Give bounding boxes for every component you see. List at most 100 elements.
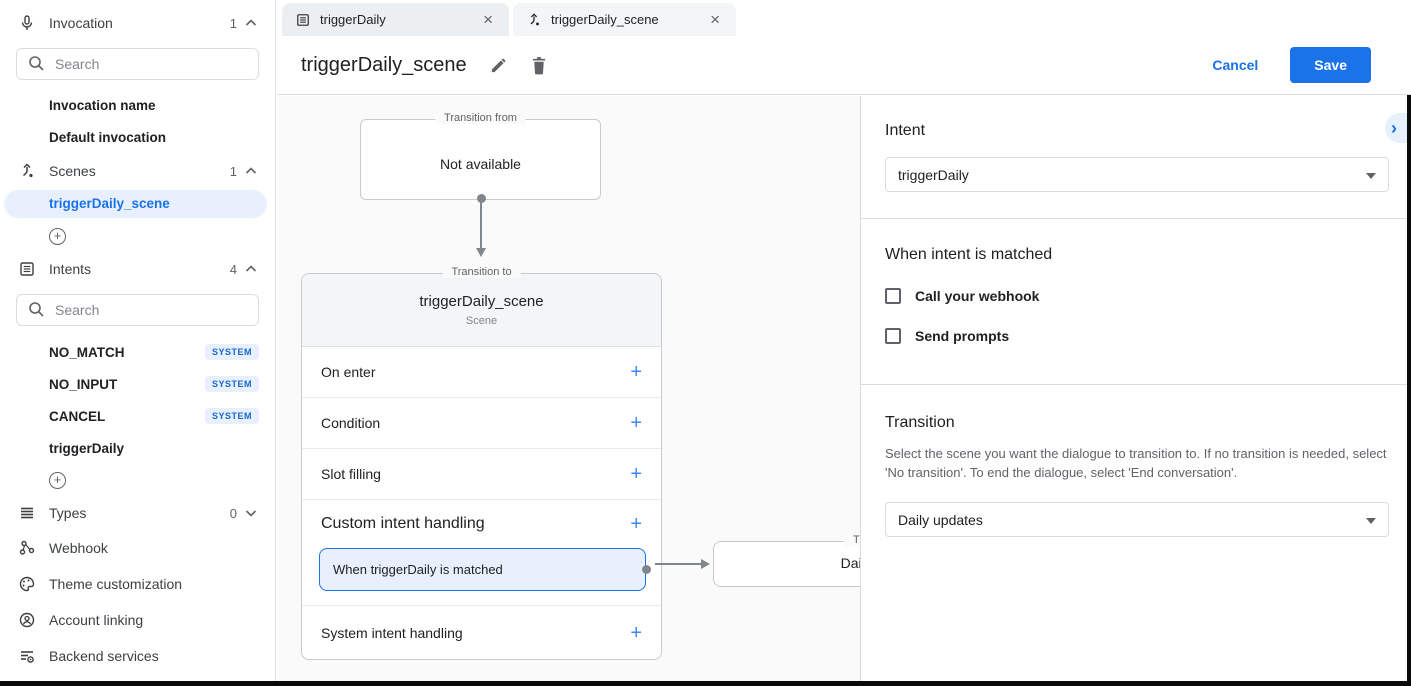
scene-tab-icon: [527, 12, 541, 27]
sidebar-item-theme-customization[interactable]: Theme customization: [0, 566, 275, 602]
edit-icon[interactable]: [489, 56, 508, 75]
sidebar-section-invocation[interactable]: Invocation 1: [0, 6, 275, 40]
tab-label: triggerDaily_scene: [551, 12, 659, 27]
scene-card-header: triggerDaily_scene Scene: [302, 274, 661, 347]
transition-from-box: Transition from Not available: [360, 112, 601, 200]
title-bar: triggerDaily_scene Cancel Save: [277, 36, 1411, 95]
transition-to-label: Transition to: [843, 534, 860, 546]
section-divider: [861, 384, 1407, 385]
sidebar-item-invocation-name[interactable]: Invocation name: [49, 98, 156, 113]
editor-area: triggerDaily × triggerDaily_scene × trig…: [277, 0, 1411, 681]
sidebar-item-default-invocation[interactable]: Default invocation: [49, 130, 167, 145]
delete-icon[interactable]: [530, 56, 548, 75]
intent-name: triggerDaily: [49, 440, 125, 456]
scene-card: Transition to triggerDaily_scene Scene O…: [301, 266, 662, 660]
row-label: Custom intent handling: [321, 515, 485, 532]
system-badge: SYSTEM: [204, 344, 259, 360]
scene-canvas: Transition from Not available Transition…: [277, 96, 860, 681]
checkbox-label: Call your webhook: [915, 288, 1040, 304]
cancel-button[interactable]: Cancel: [1212, 57, 1259, 73]
sidebar-item-scene-triggerdaily-scene[interactable]: triggerDaily_scene: [4, 190, 267, 218]
row-custom-intent-handling: Custom intent handling + When triggerDai…: [302, 500, 661, 606]
collapse-panel-button[interactable]: ›: [1385, 113, 1407, 143]
sidebar-item-intent-cancel[interactable]: CANCEL SYSTEM: [0, 400, 275, 432]
sidebar-section-scenes[interactable]: Scenes 1: [0, 154, 275, 188]
row-label: On enter: [321, 364, 376, 380]
screen-edge: [1407, 95, 1411, 686]
intent-name: NO_INPUT: [49, 376, 118, 392]
connector-line: [480, 202, 482, 248]
plus-circle-icon: +: [49, 227, 66, 245]
sidebar-item-intent-no-match[interactable]: NO_MATCH SYSTEM: [0, 336, 275, 368]
transition-description: Select the scene you want the dialogue t…: [885, 446, 1387, 480]
caret-down-icon: [1366, 173, 1376, 179]
send-prompts-option[interactable]: Send prompts: [885, 328, 1389, 344]
sidebar-item-backend-services[interactable]: Backend services: [0, 638, 275, 674]
connector-dot: [477, 194, 486, 203]
tab-strip: triggerDaily × triggerDaily_scene ×: [277, 0, 1411, 36]
custom-intent-handling-row[interactable]: Custom intent handling +: [302, 500, 661, 548]
call-webhook-checkbox[interactable]: [885, 288, 901, 304]
send-prompts-checkbox[interactable]: [885, 328, 901, 344]
palette-icon: [18, 575, 36, 593]
transition-target-content: Daily updates: [840, 555, 860, 571]
screen-edge: [0, 681, 1411, 686]
section-label: Types: [49, 505, 87, 521]
connector-dot: [641, 565, 651, 574]
sidebar-item-webhook[interactable]: Webhook: [0, 530, 275, 566]
section-label: Invocation: [49, 15, 113, 31]
section-count: 0: [229, 505, 237, 521]
sidebar-section-types[interactable]: Types 0: [0, 496, 275, 530]
transition-target-box[interactable]: Transition to Daily updates: [713, 534, 860, 587]
intent-heading: Intent: [885, 122, 926, 139]
row-label: System intent handling: [321, 624, 463, 641]
close-icon[interactable]: ×: [710, 10, 720, 29]
close-icon[interactable]: ×: [483, 10, 493, 29]
add-on-enter-button[interactable]: +: [630, 361, 642, 383]
tab-triggerdaily-scene[interactable]: triggerDaily_scene ×: [513, 3, 736, 36]
invocation-search-input[interactable]: [16, 48, 259, 80]
system-badge: SYSTEM: [204, 376, 259, 392]
transition-select[interactable]: Daily updates: [885, 502, 1389, 537]
add-slot-filling-button[interactable]: +: [630, 463, 642, 485]
chevron-up-icon: [245, 19, 257, 27]
intent-select[interactable]: triggerDaily: [885, 157, 1389, 192]
call-webhook-option[interactable]: Call your webhook: [885, 288, 1389, 304]
chevron-up-icon: [245, 167, 257, 175]
link-label: Backend services: [49, 648, 159, 664]
add-condition-button[interactable]: +: [630, 412, 642, 434]
chevron-up-icon: [245, 265, 257, 273]
tab-triggerdaily[interactable]: triggerDaily ×: [282, 3, 509, 36]
add-custom-intent-button[interactable]: +: [630, 513, 642, 535]
system-badge: SYSTEM: [204, 408, 259, 424]
section-divider: [861, 218, 1407, 219]
transition-to-label: Transition to: [442, 266, 521, 278]
arrowhead-right-icon: [701, 559, 710, 569]
sidebar-item-intent-triggerdaily[interactable]: triggerDaily: [0, 432, 275, 464]
section-label: Scenes: [49, 163, 96, 179]
intents-search-input[interactable]: [16, 294, 259, 326]
add-intent-button[interactable]: +: [0, 464, 275, 496]
row-slot-filling[interactable]: Slot filling +: [302, 449, 661, 500]
row-condition[interactable]: Condition +: [302, 398, 661, 449]
sidebar-item-intent-no-input[interactable]: NO_INPUT SYSTEM: [0, 368, 275, 400]
section-label: Intents: [49, 261, 92, 277]
sidebar-section-intents[interactable]: Intents 4: [0, 252, 275, 286]
scene-card-subtitle: Scene: [465, 315, 498, 327]
row-on-enter[interactable]: On enter +: [302, 347, 661, 398]
add-system-intent-button[interactable]: +: [630, 621, 642, 644]
link-label: Account linking: [49, 612, 144, 628]
scene-icon: [18, 162, 36, 180]
intent-detail-panel: › Intent triggerDaily When intent is mat…: [860, 96, 1407, 681]
save-button[interactable]: Save: [1290, 47, 1371, 83]
scene-card-title: triggerDaily_scene: [419, 293, 544, 310]
row-system-intent-handling[interactable]: System intent handling +: [302, 606, 661, 659]
sidebar-item-account-linking[interactable]: Account linking: [0, 602, 275, 638]
page-title: triggerDaily_scene: [301, 53, 467, 76]
chevron-down-icon: [245, 509, 257, 517]
intent-handler-item[interactable]: When triggerDaily is matched: [319, 548, 651, 591]
add-scene-button[interactable]: +: [0, 220, 275, 252]
intent-list-icon: [18, 260, 36, 278]
row-label: Slot filling: [321, 466, 381, 482]
